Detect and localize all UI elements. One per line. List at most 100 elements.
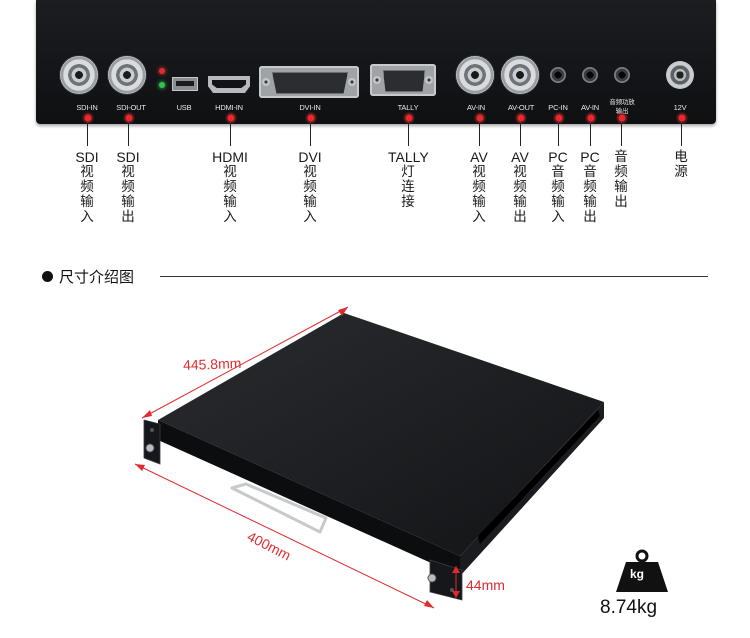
- dvi-port: [259, 66, 359, 98]
- callout-char: 源: [674, 164, 688, 180]
- port-label-av-in-2: AV-IN: [580, 103, 600, 112]
- callout-marker-dot: [405, 114, 412, 122]
- section-heading: 尺寸介绍图: [42, 266, 134, 286]
- callout-leader-line: [621, 118, 622, 146]
- callout-marker-dot: [678, 114, 685, 122]
- callout-marker-dot: [517, 114, 524, 122]
- section-divider: [160, 276, 708, 277]
- width-dimension-line: [134, 463, 435, 609]
- callout-char: 音: [583, 164, 597, 180]
- width-arrow-end: [424, 600, 434, 608]
- callout-head: DVI: [298, 149, 322, 165]
- callout-leader-line: [681, 118, 682, 146]
- callout-char: 接: [401, 194, 415, 210]
- callout-marker-dot: [555, 114, 562, 122]
- left-thumb-screw: [145, 443, 155, 453]
- audio-amp-out-jack: [614, 67, 630, 83]
- callout-sdi-in: SDI 视 频 输 入: [67, 150, 107, 225]
- callout-char: 输: [551, 194, 565, 210]
- callout-char: 频: [513, 179, 527, 195]
- callout-char: 输: [472, 194, 486, 210]
- callout-pc-in: PC 音 频 输 入: [538, 150, 578, 225]
- port-label-hdmi-in: HDMI-IN: [215, 103, 243, 112]
- callout-head: PC: [548, 149, 568, 165]
- port-label-tally: TALLY: [397, 103, 419, 112]
- callout-char: 视: [303, 164, 317, 180]
- callout-pc-out: PC 音 频 输 出: [570, 150, 610, 225]
- callout-leader-line: [558, 118, 559, 146]
- callout-char: 输: [513, 194, 527, 210]
- left-ear-hole: [150, 428, 154, 432]
- callout-av-out: AV 视 频 输 出: [500, 150, 540, 225]
- drawer-side-vent: [478, 410, 600, 544]
- av-in-bnc-connector: [456, 56, 494, 94]
- callout-char: 频: [472, 179, 486, 195]
- callout-char: 频: [223, 179, 237, 195]
- callout-leader-line: [230, 118, 231, 146]
- status-led-green: [159, 82, 165, 88]
- callout-head: HDMI: [212, 149, 248, 165]
- callout-char: 输: [121, 194, 135, 210]
- port-label-pc-in: PC-IN: [548, 103, 568, 112]
- status-led-red: [159, 68, 165, 74]
- drawer-handle: [230, 482, 328, 534]
- height-arrow-end: [452, 591, 460, 598]
- callout-char: 视: [223, 164, 237, 180]
- callout-audio-out: 音 频 输 出: [601, 150, 641, 210]
- callout-sdi-out: SDI 视 频 输 出: [108, 150, 148, 225]
- callout-char: 视: [513, 164, 527, 180]
- callout-char: 输: [223, 194, 237, 210]
- sdi-in-bnc-connector: [60, 56, 98, 94]
- callout-marker-dot: [84, 114, 91, 122]
- depth-arrow-end: [338, 307, 348, 316]
- callout-av-in: AV 视 频 输 入: [459, 150, 499, 225]
- height-arrow-start: [452, 566, 460, 573]
- callout-char: 入: [303, 209, 317, 225]
- port-label-av-out: AV-OUT: [507, 103, 535, 112]
- callout-head: SDI: [116, 149, 140, 165]
- height-dimension-label: 44mm: [466, 577, 505, 593]
- depth-arrow-start: [142, 410, 152, 418]
- av-in-audio-jack: [582, 67, 598, 83]
- rear-panel: SDI-IN SDI-OUT USB HDMI-IN DVI-IN TALLY …: [36, 0, 716, 124]
- callout-dvi-in: DVI 视 频 输 入: [290, 150, 330, 225]
- callout-char: 电: [674, 149, 688, 165]
- callout-char: 出: [583, 209, 597, 225]
- callout-char: 连: [401, 179, 415, 195]
- callout-char: 频: [121, 179, 135, 195]
- port-label-av-in: AV-IN: [466, 103, 486, 112]
- callout-leader-line: [310, 118, 311, 146]
- callout-leader-line: [128, 118, 129, 146]
- callout-char: 输: [614, 179, 628, 195]
- callout-char: 音: [551, 164, 565, 180]
- callout-leader-line: [520, 118, 521, 146]
- callout-marker-dot: [125, 114, 132, 122]
- depth-dimension-line: [141, 306, 349, 419]
- callout-char: 频: [583, 179, 597, 195]
- usb-port: [172, 77, 198, 91]
- section-title: 尺寸介绍图: [59, 267, 135, 286]
- port-label-sdi-in: SDI-IN: [76, 103, 98, 112]
- callout-marker-dot: [618, 114, 625, 122]
- callout-head: AV: [511, 149, 529, 165]
- callout-head: AV: [470, 149, 488, 165]
- hdmi-port: [208, 76, 250, 93]
- callout-char: 频: [614, 164, 628, 180]
- callout-leader-line: [87, 118, 88, 146]
- weight-icon: [616, 549, 668, 592]
- callout-hdmi-in: HDMI 视 频 输 入: [210, 150, 250, 225]
- callout-char: 出: [121, 209, 135, 225]
- callout-char: 入: [551, 209, 565, 225]
- av-out-bnc-connector: [501, 56, 539, 94]
- port-label-audio-amp-out: 音频功放输出: [609, 99, 635, 115]
- bullet-icon: [42, 270, 53, 282]
- depth-dimension-label: 445.8mm: [182, 354, 242, 374]
- callout-head: TALLY: [388, 149, 429, 165]
- callout-power: 电 源: [661, 150, 701, 180]
- callout-marker-dot: [476, 114, 483, 122]
- sdi-out-bnc-connector: [108, 56, 146, 94]
- callout-head: PC: [580, 149, 600, 165]
- left-rack-ear: [143, 419, 161, 465]
- callout-char: 入: [472, 209, 486, 225]
